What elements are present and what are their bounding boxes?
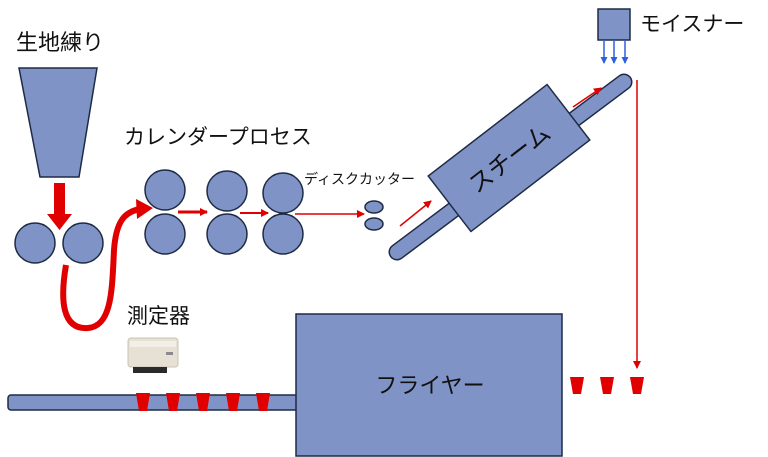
- calender-roller: [144, 213, 186, 255]
- cup-row: [136, 393, 270, 411]
- flow-arrow: [399, 200, 432, 227]
- cup: [166, 393, 180, 411]
- cup: [226, 393, 240, 411]
- moistener-label: モイスナー: [640, 12, 744, 36]
- disk-cutter: [364, 200, 384, 214]
- calender-roller: [262, 172, 304, 214]
- main-conveyor: [7, 394, 299, 411]
- moistener: [597, 8, 631, 41]
- cup: [630, 377, 644, 394]
- roller: [14, 222, 56, 264]
- measuring-device-label: 測定器: [127, 304, 190, 328]
- kneading-label: 生地練り: [16, 31, 104, 56]
- roller: [62, 222, 104, 264]
- calender-roller: [262, 213, 304, 255]
- transfer-arrow: [60, 206, 141, 332]
- transfer-arrow-head: [136, 199, 153, 219]
- down-arrow: [47, 183, 72, 230]
- flow-arrow: [572, 87, 602, 108]
- disk-cutter: [364, 217, 384, 231]
- measuring-device: [127, 337, 179, 373]
- fryer-label: フライヤー: [375, 374, 484, 399]
- cup: [196, 393, 210, 411]
- cup: [256, 393, 270, 411]
- calender-label: カレンダープロセス: [124, 125, 312, 149]
- dough-hopper: [18, 67, 98, 178]
- calender-roller: [144, 169, 186, 211]
- disk-cutter-label: ディスクカッター: [304, 171, 415, 188]
- fryer: [295, 313, 563, 457]
- calender-roller: [206, 213, 248, 255]
- cup: [570, 377, 584, 394]
- cup: [136, 393, 150, 411]
- cup: [600, 377, 614, 394]
- steam-chamber: [427, 83, 591, 233]
- cup-row-output: [570, 377, 644, 394]
- calender-roller: [206, 170, 248, 212]
